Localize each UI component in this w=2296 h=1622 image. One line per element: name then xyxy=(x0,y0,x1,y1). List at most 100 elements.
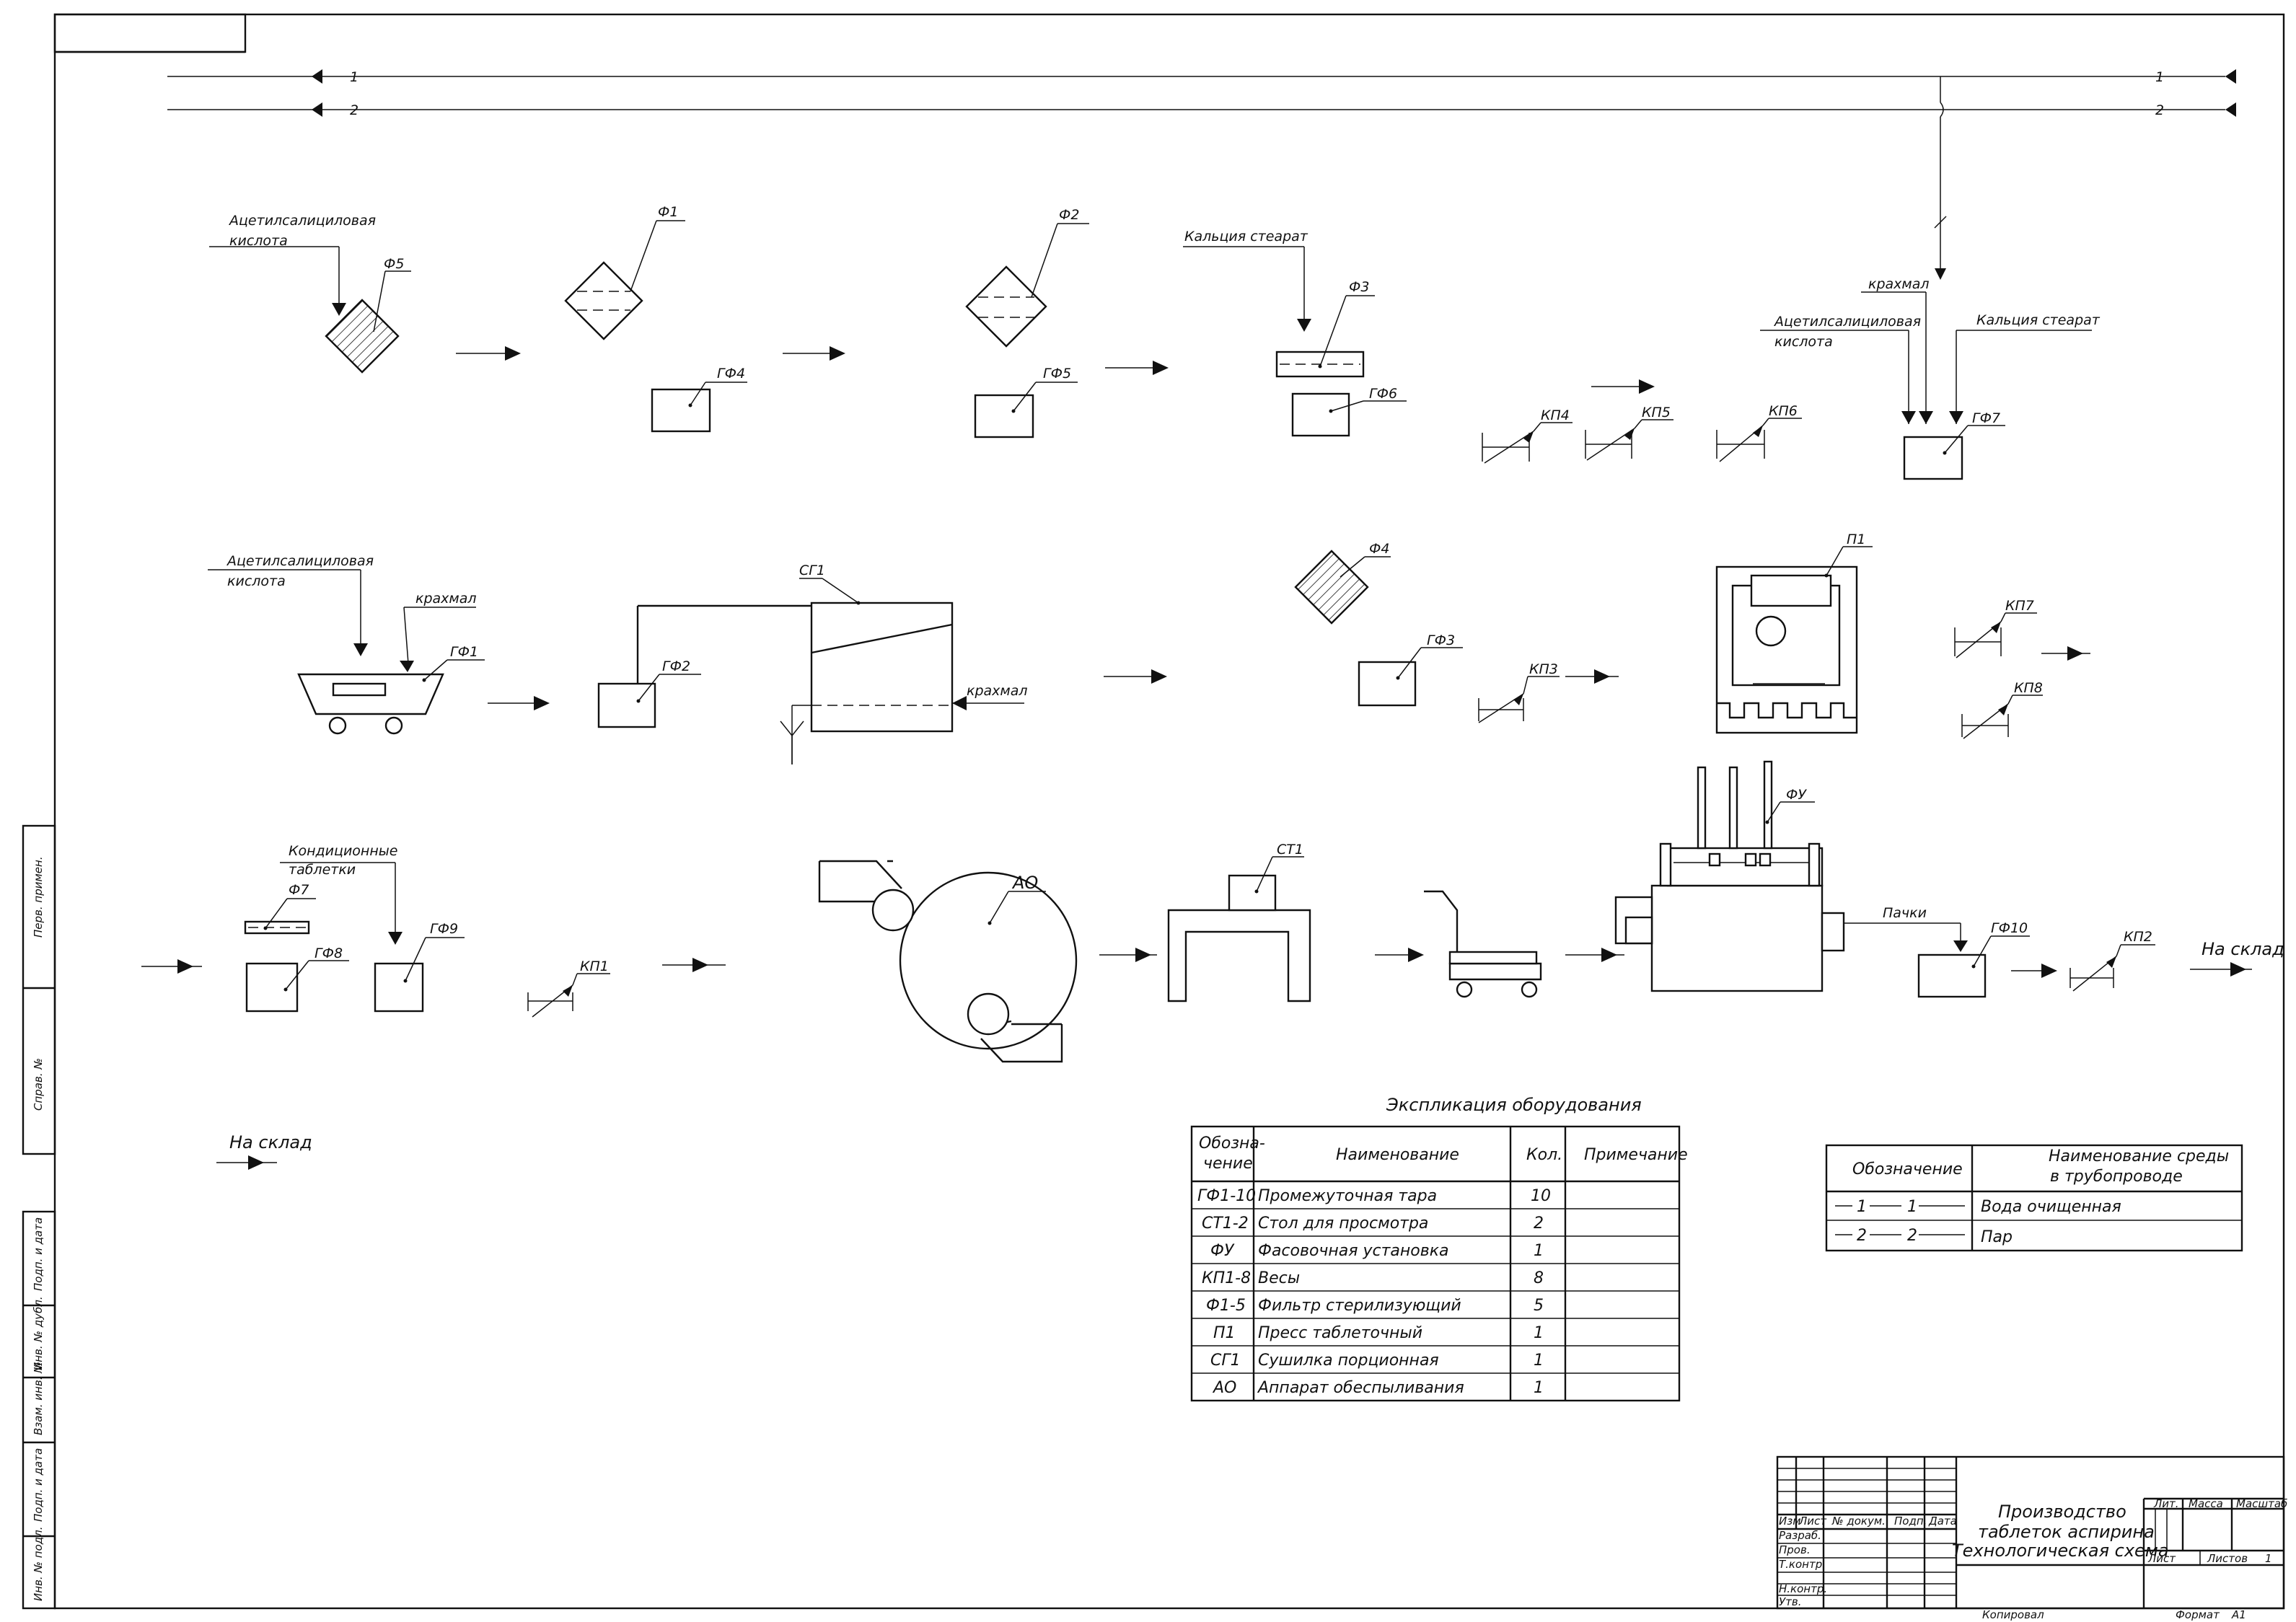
tb-izm: Изм xyxy=(1779,1515,1801,1528)
exp-row-name: Фильтр стерилизующий xyxy=(1258,1297,1461,1315)
exp-header-name: Наименование xyxy=(1336,1146,1459,1164)
label-acid-1: кислота xyxy=(229,233,288,249)
container-gf6 xyxy=(1291,392,1350,437)
flow-arrow xyxy=(1375,948,1424,962)
label-gf1: ГФ1 xyxy=(450,644,478,660)
exp-row-code: ФУ xyxy=(1210,1242,1235,1260)
utility-line-2: 2 2 xyxy=(167,102,2236,118)
label-sg1: СГ1 xyxy=(799,563,825,578)
side-label: Перв. примен. xyxy=(32,856,45,938)
filter-f4: Ф4 ГФ3 xyxy=(1294,541,1463,707)
legend-header-code: Обозначение xyxy=(1852,1160,1963,1178)
exp-row-qty: 2 xyxy=(1534,1215,1544,1233)
exp-row-code: АО xyxy=(1212,1379,1236,1397)
scale-kp1: КП1 xyxy=(527,958,610,1018)
label-gf2: ГФ2 xyxy=(662,658,690,674)
flow-arrow xyxy=(141,959,202,974)
exp-row-name: Аппарат обеспыливания xyxy=(1257,1379,1464,1397)
line2-label-left: 2 xyxy=(350,102,359,118)
filter-f7-group: Кондиционные таблетки Ф7 ГФ8 ГФ9 xyxy=(244,843,465,1013)
legend-r2-name: Пар xyxy=(1981,1228,2013,1246)
label-f1: Ф1 xyxy=(658,204,678,220)
tb-title-2: таблеток аспирина xyxy=(1978,1522,2155,1542)
filter-f1: Ф1 ГФ4 xyxy=(564,204,747,433)
exp-row-code: Ф1-5 xyxy=(1206,1297,1246,1315)
tb-title-1: Производство xyxy=(1998,1502,2126,1522)
container-gf10 xyxy=(1917,953,1987,998)
filter-f5: Ацетилсалициловая кислота Ф5 xyxy=(209,213,411,374)
exp-row-name: Сушилка порционная xyxy=(1258,1352,1439,1370)
scale-kp4: КП4 xyxy=(1482,407,1573,464)
exp-row-qty: 10 xyxy=(1531,1187,1551,1205)
exp-row-qty: 1 xyxy=(1534,1379,1544,1397)
dryer-sg1: ГФ2 СГ1 крахмал xyxy=(597,563,1028,764)
side-label: Инв. № дубл. xyxy=(32,1296,45,1370)
label-gf6: ГФ6 xyxy=(1369,386,1397,402)
tb-podp: Подп. xyxy=(1894,1515,1927,1528)
label-kp8: КП8 xyxy=(2014,680,2043,696)
filter-f3: Кальция стеарат Ф3 ГФ6 xyxy=(1183,229,1407,437)
trolley xyxy=(1424,890,1542,998)
label-cond-1: Кондиционные xyxy=(289,843,397,859)
flow-arrow xyxy=(488,696,550,710)
exp-row-name: Пресс таблеточный xyxy=(1258,1324,1422,1342)
dedusting-ao: АО xyxy=(818,860,1078,1063)
exp-header-code-2: чение xyxy=(1203,1155,1253,1173)
label-gf3: ГФ3 xyxy=(1427,633,1455,648)
exp-row-code: СТ1-2 xyxy=(1202,1215,1249,1233)
flow-arrow xyxy=(1565,948,1624,962)
flow-arrow xyxy=(662,958,726,972)
flow-arrow xyxy=(2041,646,2090,661)
exp-header-code-1: Обозна- xyxy=(1199,1134,1265,1152)
label-acetyl-2: Ацетилсалициловая xyxy=(1773,314,1921,330)
filter-f2: Ф2 ГФ5 xyxy=(965,207,1089,438)
table-st1: СТ1 xyxy=(1167,842,1311,1002)
label-p1: П1 xyxy=(1847,532,1865,547)
tb-masshtab: Масштаб xyxy=(2236,1497,2287,1510)
utility-line-1: 1 1 xyxy=(167,69,2236,85)
flow-arrow xyxy=(1104,669,1167,684)
label-kp1: КП1 xyxy=(580,958,609,974)
packing-fu: ФУ Пачки xyxy=(1614,760,1968,992)
label-calcium-1: Кальция стеарат xyxy=(1184,229,1308,244)
tb-listov-val: 1 xyxy=(2265,1552,2272,1565)
label-gf10: ГФ10 xyxy=(1991,920,2028,936)
legend-r2-mark: 2 xyxy=(1857,1227,1867,1245)
side-label: Инв. № подл. xyxy=(32,1527,45,1601)
flow-arrow xyxy=(783,346,845,361)
drawing-frame xyxy=(53,13,2285,1610)
label-gf8: ГФ8 xyxy=(315,946,343,961)
exp-row-name: Стол для просмотра xyxy=(1258,1215,1428,1233)
scale-kp6: КП6 xyxy=(1716,403,1802,462)
label-acetyl-1: Ацетилсалициловая xyxy=(228,213,376,229)
label-f7: Ф7 xyxy=(289,882,309,898)
exp-row-qty: 8 xyxy=(1534,1269,1544,1287)
flow-arrow xyxy=(1591,379,1655,394)
exp-header-note: Примечание xyxy=(1584,1146,1688,1164)
flow-arrow xyxy=(456,346,521,361)
tb-lit: Лит. xyxy=(2153,1497,2179,1510)
exp-row-qty: 1 xyxy=(1534,1324,1544,1342)
label-to-store-2: На склад xyxy=(2202,939,2284,959)
container-gf4 xyxy=(651,388,711,433)
label-starch-2: крахмал xyxy=(415,591,477,607)
label-cond-2: таблетки xyxy=(289,862,356,878)
exp-row-qty: 1 xyxy=(1534,1242,1544,1260)
legend-header-name-1: Наименование среды xyxy=(2049,1147,2229,1165)
line1-label-right: 1 xyxy=(2155,69,2164,85)
label-gf9: ГФ9 xyxy=(430,921,458,937)
label-f5: Ф5 xyxy=(384,256,404,272)
label-kp6: КП6 xyxy=(1769,403,1798,419)
exp-row-name: Весы xyxy=(1258,1269,1300,1287)
flow-arrow xyxy=(1099,948,1157,962)
label-gf4: ГФ4 xyxy=(717,366,745,382)
press-p1: П1 xyxy=(1715,532,1873,734)
legend-r1-mark: 1 xyxy=(1907,1198,1917,1216)
scale-kp3: КП3 xyxy=(1478,661,1560,723)
exp-row-name: Промежуточная тара xyxy=(1258,1187,1437,1205)
exp-row-name: Фасовочная установка xyxy=(1258,1242,1448,1260)
label-acid-3: кислота xyxy=(227,573,286,589)
container-gf10-group: ГФ10 xyxy=(1917,920,2030,998)
container-gf5 xyxy=(974,394,1034,438)
